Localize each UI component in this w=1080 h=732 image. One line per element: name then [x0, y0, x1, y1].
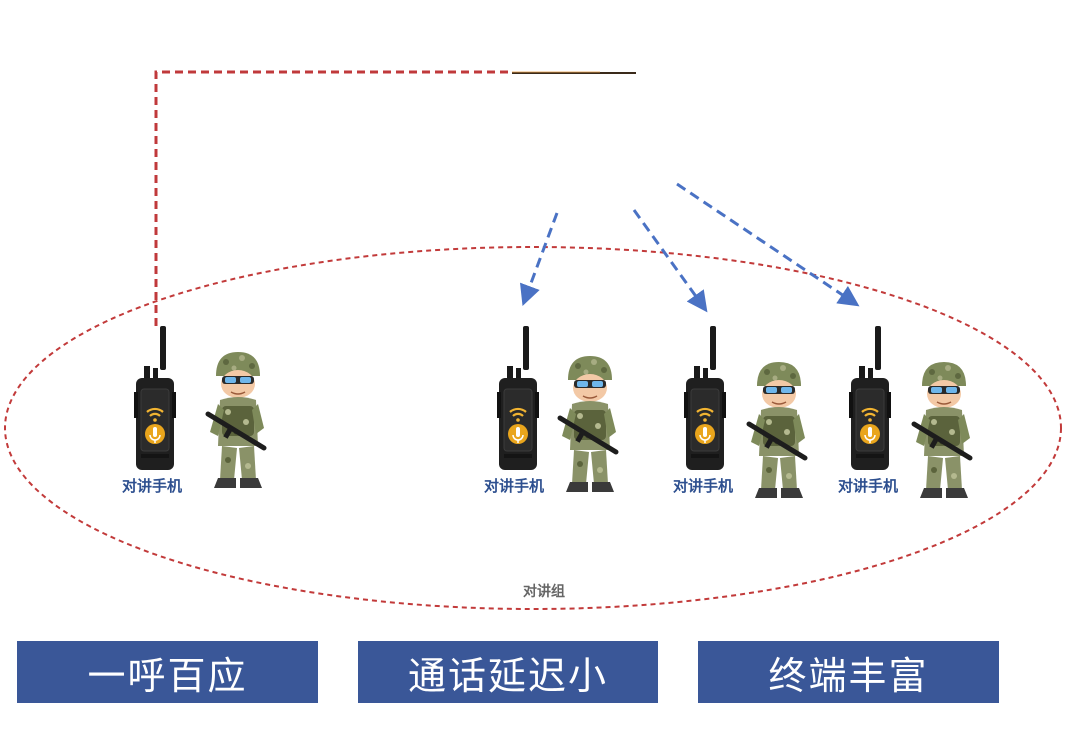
- feature-box-3: 终端丰富: [698, 641, 999, 703]
- walkie-talkie-icon: [682, 324, 728, 472]
- soldier-icon: [749, 362, 805, 498]
- terminal-label: 对讲手机: [838, 477, 898, 495]
- walkie-talkie-icon: [132, 324, 178, 472]
- central-node: [510, 8, 638, 184]
- talk-group-outline: [4, 246, 1062, 610]
- group-label: 对讲组: [523, 583, 565, 600]
- terminal-1: 对讲手机: [122, 324, 264, 495]
- downlink-arrow-2: [632, 209, 708, 313]
- downlink-arrow-1: [519, 212, 559, 306]
- red-uplink-line: [154, 70, 512, 326]
- walkie-talkie-icon: [495, 324, 541, 472]
- soldier-icon: [560, 356, 616, 492]
- terminal-3: 对讲手机: [673, 324, 805, 498]
- feature-box-1: 一呼百应: [17, 641, 318, 703]
- terminal-2: 对讲手机: [484, 324, 616, 495]
- soldier-icon: [208, 352, 264, 488]
- terminal-4: 对讲手机: [838, 324, 970, 498]
- terminal-label: 对讲手机: [122, 477, 182, 495]
- terminal-label: 对讲手机: [484, 477, 544, 495]
- terminal-label: 对讲手机: [673, 477, 733, 495]
- feature-box-2: 通话延迟小: [358, 641, 658, 703]
- soldier-icon: [914, 362, 970, 498]
- walkie-talkie-icon: [847, 324, 893, 472]
- downlink-arrow-3: [676, 182, 860, 307]
